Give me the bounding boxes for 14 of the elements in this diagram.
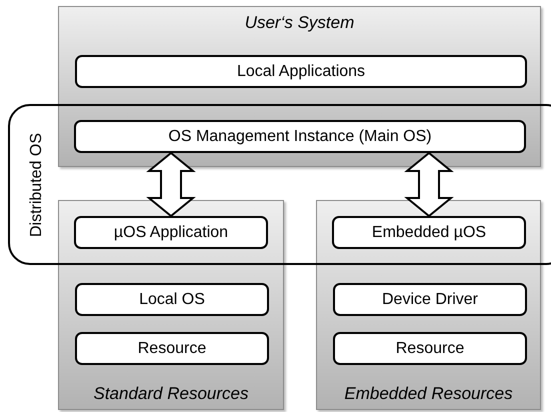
double-arrow	[404, 152, 454, 218]
component-box: µOS Application	[74, 216, 268, 249]
component-box: Device Driver	[333, 283, 527, 316]
component-box: Resource	[75, 332, 269, 365]
component-box: Embedded µOS	[332, 216, 526, 249]
panel-title: Standard Resources	[92, 383, 250, 405]
panel-title: Embedded Resources	[343, 383, 514, 405]
component-box: Local Applications	[75, 55, 527, 88]
panel-title: User‘s System	[244, 12, 356, 34]
double-arrow	[146, 152, 196, 218]
component-box: OS Management Instance (Main OS)	[74, 120, 526, 153]
group-label: Distributed OS	[27, 132, 46, 240]
component-box: Local OS	[75, 283, 269, 316]
component-box: Resource	[333, 332, 527, 365]
